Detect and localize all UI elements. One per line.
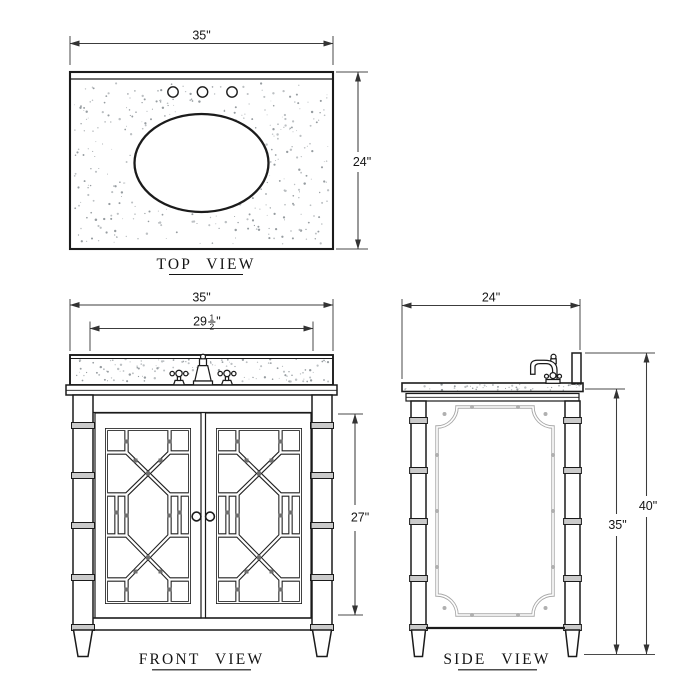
front-legs bbox=[71, 394, 334, 658]
front-leg-left bbox=[72, 394, 94, 631]
handle-knob-left bbox=[217, 370, 224, 377]
side-legs bbox=[409, 400, 582, 658]
counter-height-dimension-label: 35" bbox=[608, 518, 626, 532]
handle-knob-right bbox=[182, 370, 189, 377]
front-width-extension-lines bbox=[69, 299, 334, 351]
inner-width-whole: 29 bbox=[193, 315, 207, 329]
handle-center bbox=[175, 369, 183, 378]
side-view-label: SIDE VIEW bbox=[443, 651, 550, 668]
door-knob-left bbox=[191, 511, 202, 522]
sink-basin bbox=[133, 112, 270, 214]
front-foot-left bbox=[72, 629, 94, 658]
door-height-extension-lines bbox=[338, 413, 363, 616]
inner-width-unit: " bbox=[216, 315, 220, 329]
faucet-hole-center bbox=[196, 86, 209, 98]
panel-dots bbox=[435, 405, 555, 617]
faucet-hole-right bbox=[226, 86, 238, 98]
side-leg-right bbox=[564, 400, 581, 631]
front-view-label: FRONT VIEW bbox=[139, 651, 265, 668]
side-faucet bbox=[529, 353, 563, 384]
front-foot-right bbox=[311, 629, 333, 658]
handle-knob-right bbox=[230, 370, 237, 377]
front-inner-width-dimension-label: 29 1 2 " bbox=[193, 313, 221, 332]
top-width-dimension-label: 35" bbox=[192, 29, 210, 43]
door-leaf-left bbox=[94, 412, 202, 619]
inner-width-frac-numerator: 1 bbox=[209, 313, 214, 323]
handle-center bbox=[223, 369, 231, 378]
front-view: 35" 29 1 2 " bbox=[65, 291, 369, 671]
side-foot-right bbox=[564, 629, 581, 658]
inner-width-frac-denominator: 2 bbox=[209, 322, 214, 332]
bamboo-rings-right bbox=[563, 417, 582, 631]
top-depth-extension-lines bbox=[336, 71, 368, 250]
faucet-hole-left bbox=[167, 86, 179, 98]
door-fretwork-right bbox=[218, 430, 301, 603]
faucet-base bbox=[545, 378, 561, 384]
bottom-rail-lines bbox=[93, 617, 312, 631]
side-leg-left bbox=[410, 400, 427, 631]
door-fretwork-left bbox=[107, 430, 190, 603]
front-faucet bbox=[169, 353, 237, 386]
faucet-handle-left bbox=[169, 369, 189, 386]
front-leg-right bbox=[311, 394, 333, 631]
handle-knob-left bbox=[543, 373, 550, 379]
side-depth-dimension-label: 24" bbox=[482, 291, 500, 305]
top-depth-dimension-label: 24" bbox=[353, 155, 371, 169]
door-knob-right bbox=[204, 511, 216, 522]
handle-knob-right bbox=[556, 373, 563, 379]
side-view: 24" bbox=[401, 291, 657, 671]
top-view: 35" 24" TOP VIEW bbox=[68, 29, 371, 276]
front-width-dimension-label: 35" bbox=[192, 291, 210, 305]
side-countertop bbox=[401, 382, 584, 393]
side-panel-outline bbox=[435, 405, 555, 617]
total-height-dimension-label: 40" bbox=[639, 499, 657, 513]
side-backsplash bbox=[571, 352, 582, 385]
faucet-holes bbox=[167, 86, 238, 98]
bamboo-rings-left bbox=[71, 422, 95, 631]
countertop-outline bbox=[68, 70, 335, 251]
faucet-spout-body bbox=[194, 364, 212, 382]
faucet-handle-right bbox=[217, 369, 237, 386]
handle-center bbox=[549, 371, 557, 380]
top-view-label: TOP VIEW bbox=[156, 256, 255, 273]
handle-knob-left bbox=[169, 370, 176, 377]
faucet-neck bbox=[198, 358, 208, 367]
door-height-dimension-label: 27" bbox=[351, 511, 369, 525]
door-leaf-right bbox=[204, 412, 312, 619]
side-foot-left bbox=[410, 629, 427, 658]
side-counter-speckle-texture bbox=[404, 383, 581, 392]
